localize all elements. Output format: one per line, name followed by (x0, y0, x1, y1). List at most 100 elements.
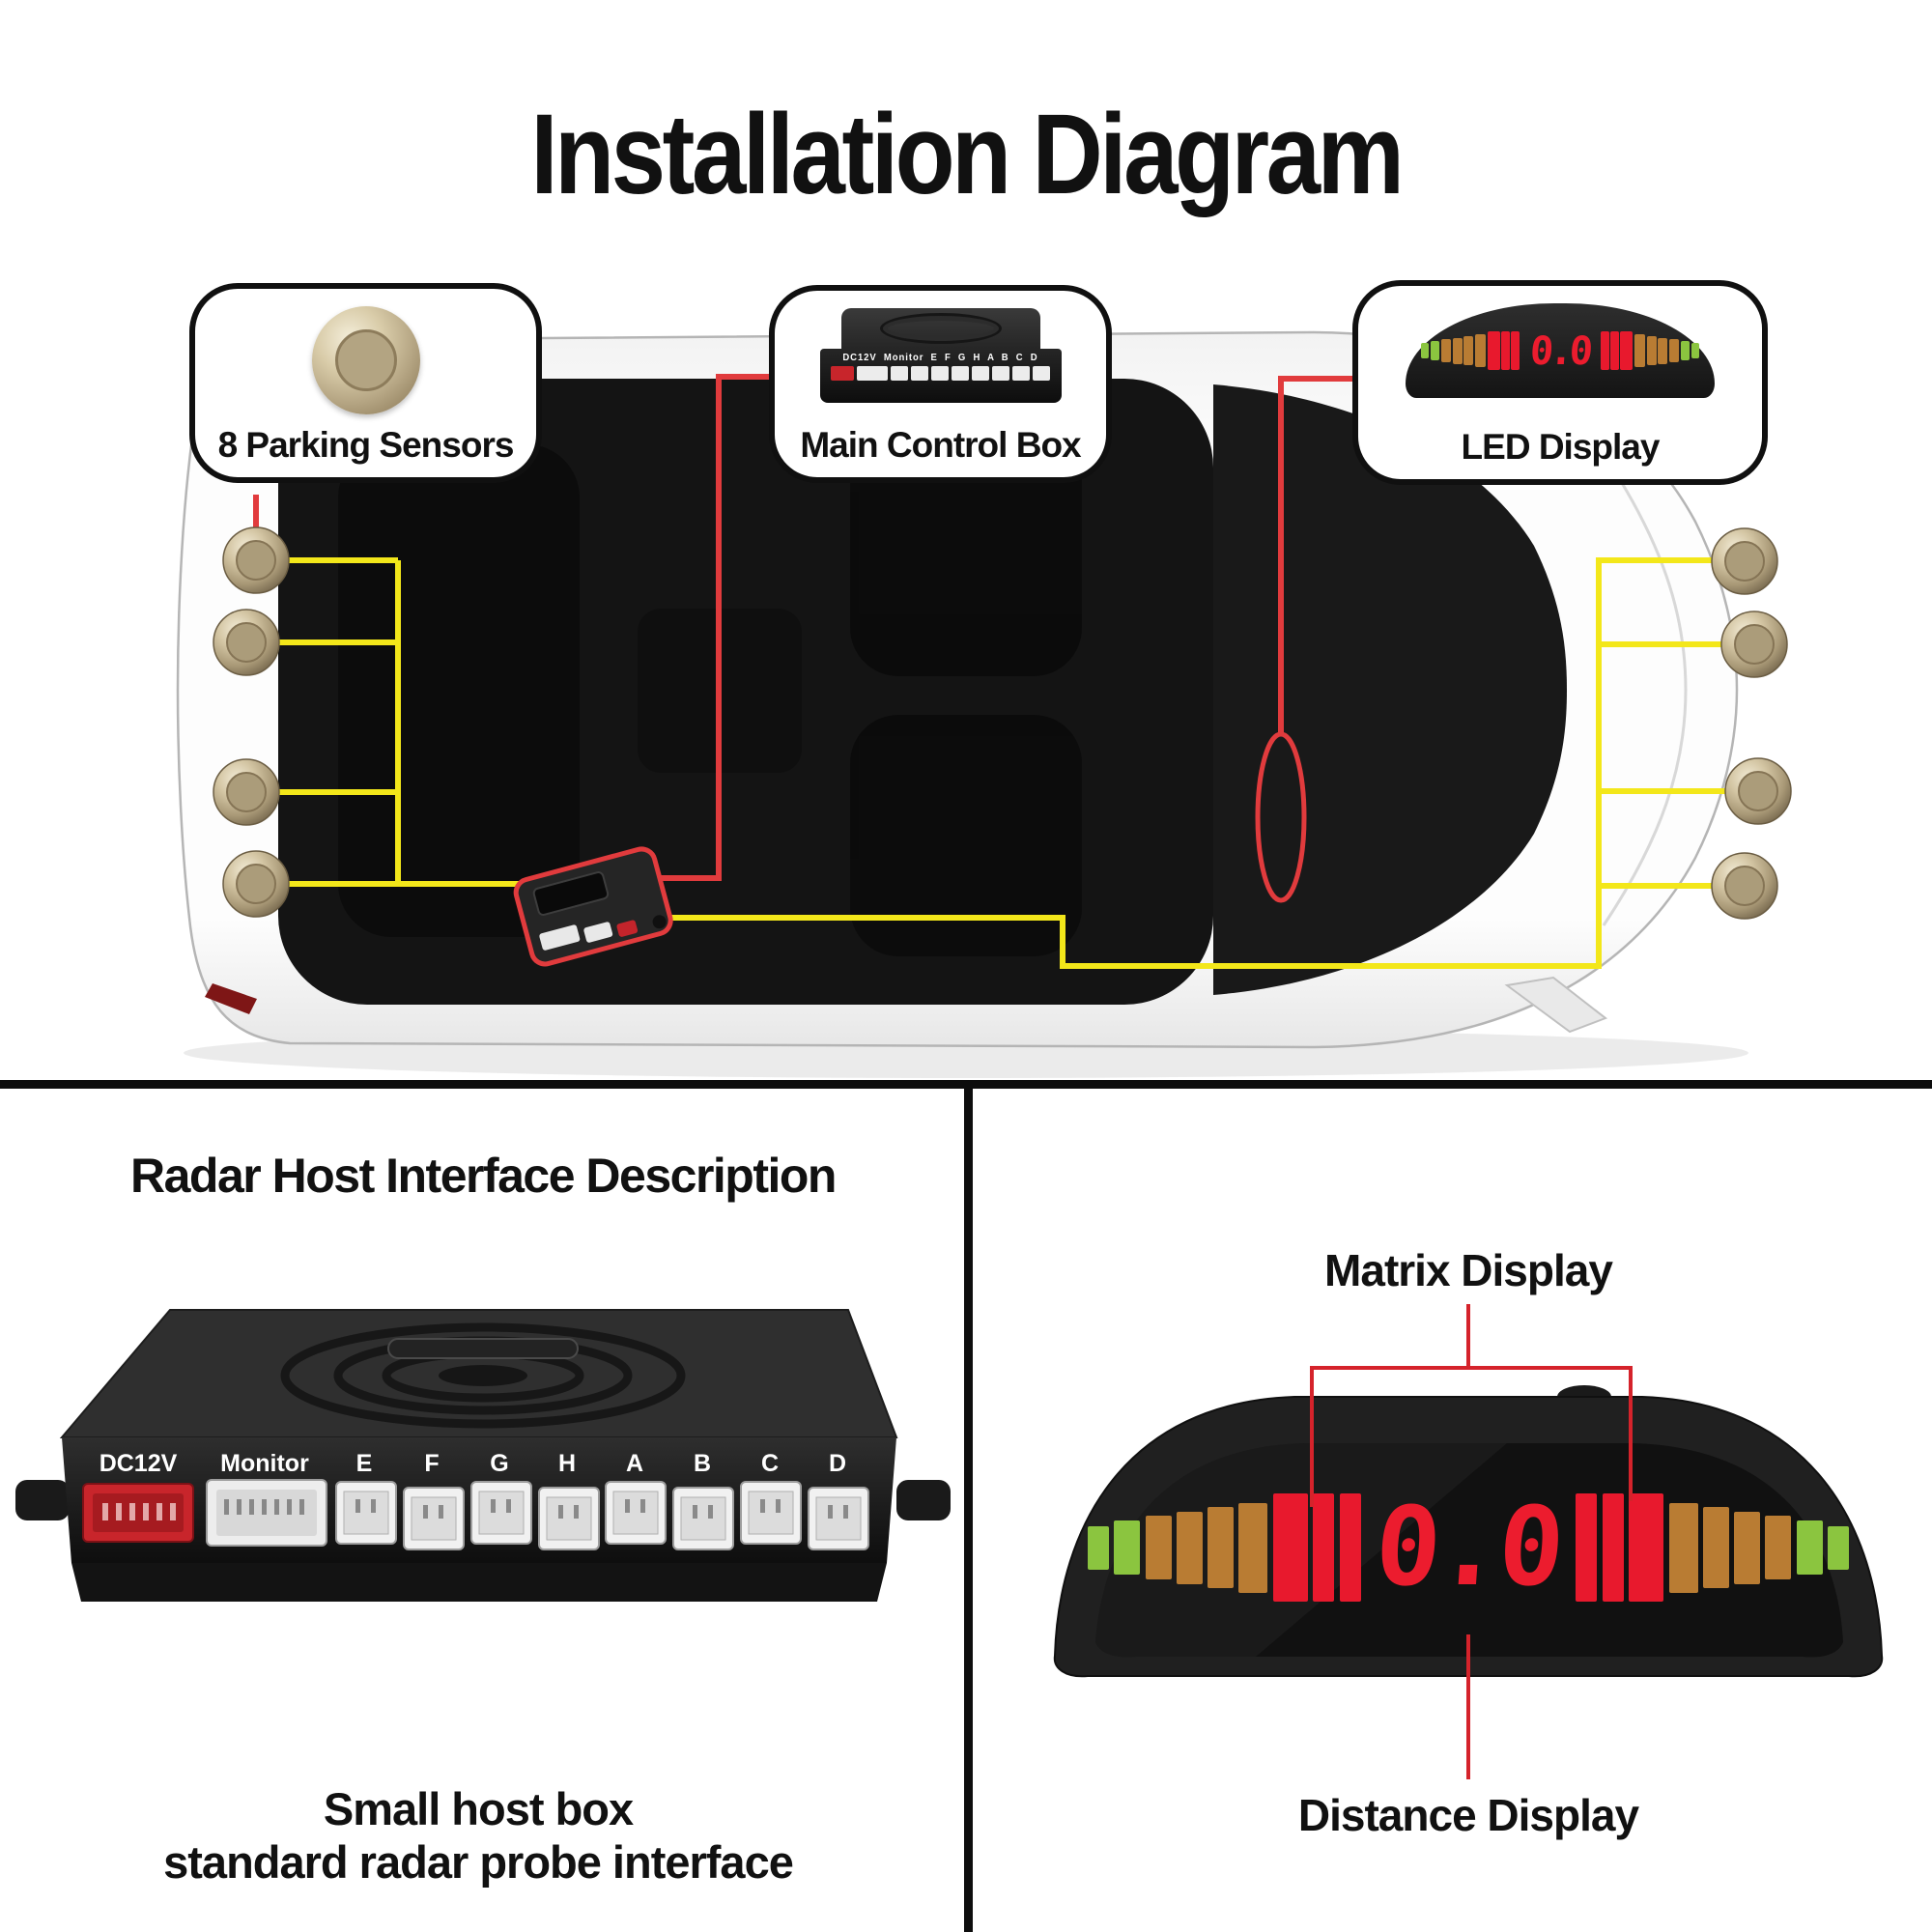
led-bar-red (1501, 330, 1510, 371)
sensor-port (992, 366, 1009, 381)
callout-main-control-box: DC12V Monitor E F G H A B C D Main Contr… (769, 285, 1112, 483)
led-bar-red (1575, 1492, 1598, 1603)
label-port: D (829, 1450, 846, 1477)
led-bar-amber (1646, 335, 1657, 366)
connector-row (831, 366, 1050, 381)
speaker-grille (879, 313, 1002, 344)
host-connector-labels: DC12V Monitor E F G H A B C D (99, 1450, 846, 1477)
led-bar-green (1430, 341, 1440, 360)
matrix-callout-bar (1310, 1366, 1633, 1370)
wire-red-control-box (623, 374, 771, 881)
led-bar-red (1339, 1492, 1362, 1603)
led-bar-amber (1441, 339, 1451, 362)
led-bar-amber (1658, 337, 1668, 364)
wire-red-led-display (1278, 376, 1352, 736)
led-bar-green (1691, 342, 1700, 359)
control-box-speaker (840, 308, 1040, 349)
sensor-port (808, 1487, 869, 1550)
led-bar-red (1610, 330, 1619, 371)
sensor-port (1012, 366, 1030, 381)
led-bar-red (1511, 330, 1520, 371)
matrix-display-label: Matrix Display (1324, 1245, 1613, 1295)
sensor-port (972, 366, 989, 381)
sensor-port (1033, 366, 1050, 381)
host-caption-line1: Small host box (323, 1783, 634, 1834)
hood-seam (1602, 453, 1688, 926)
led-bar-amber (1208, 1507, 1235, 1588)
led-bar-green (1680, 341, 1690, 360)
sensor-port (952, 366, 969, 381)
parking-sensor-image (311, 306, 420, 414)
led-bar-red (1312, 1492, 1335, 1603)
vertical-divider (964, 1084, 973, 1932)
led-display-image: 0.0 (1406, 303, 1715, 398)
parking-sensor (222, 526, 290, 594)
callout-label: LED Display (1461, 427, 1661, 467)
sensor-port-connectors (335, 1481, 869, 1550)
label-port: B (694, 1450, 711, 1477)
matrix-led-strip: 0.0 (1087, 1461, 1850, 1634)
side-mirror-bottom (1504, 976, 1608, 1034)
wire-yellow-front (645, 557, 1726, 969)
label-port: C (761, 1450, 779, 1477)
sensor-port (403, 1487, 465, 1550)
dash-display-highlight (1255, 731, 1307, 903)
parking-sensor (1711, 852, 1778, 920)
control-box-on-car (513, 846, 673, 967)
parking-sensor (1720, 611, 1788, 678)
car-roof-glass (278, 379, 1213, 1005)
sensor-port (605, 1481, 667, 1545)
parking-sensors (213, 526, 1792, 920)
sensor-port (470, 1481, 532, 1545)
callout-parking-sensors: 8 Parking Sensors (189, 283, 542, 483)
label-port: H (558, 1450, 576, 1477)
mount-ear-left (15, 1480, 70, 1520)
sensor-port (740, 1481, 802, 1545)
matrix-callout-drop-right (1629, 1370, 1633, 1501)
parking-sensor (1711, 527, 1778, 595)
left-panel-heading: Radar Host Interface Description (130, 1149, 837, 1203)
led-bar-amber (1668, 1502, 1698, 1593)
parking-sensor (222, 850, 290, 918)
led-bar-red (1629, 1492, 1664, 1603)
callout-label: 8 Parking Sensors (217, 425, 515, 465)
label-port: E (356, 1450, 373, 1477)
callout-led-display: 0.0 LED Display (1352, 280, 1768, 485)
distance-callout-stem (1466, 1634, 1470, 1779)
led-bar-green (1114, 1520, 1141, 1575)
led-bar-amber (1765, 1516, 1792, 1579)
control-box-front: DC12V Monitor E F G H A B C D (819, 349, 1062, 403)
distance-value: 0.0 (1528, 327, 1592, 374)
label-port: F (424, 1450, 439, 1477)
led-strip: 0.0 (1420, 327, 1700, 374)
connector-labels-row: DC12V Monitor E F G H A B C D (842, 353, 1038, 363)
power-connector (831, 366, 854, 381)
sensor-port (891, 366, 908, 381)
car-top-view (176, 330, 1792, 1078)
led-bar-amber (1474, 334, 1486, 367)
distance-display-label: Distance Display (1297, 1790, 1639, 1840)
host-caption-line2: standard radar probe interface (163, 1836, 794, 1888)
label-monitor: Monitor (220, 1450, 309, 1477)
led-bar-green (1796, 1520, 1823, 1575)
led-bar-amber (1734, 1511, 1761, 1584)
led-bar-amber (1145, 1516, 1172, 1579)
parking-sensor (213, 758, 280, 826)
sensor-port (538, 1487, 600, 1550)
parking-sensor (1724, 757, 1792, 825)
power-connector (82, 1483, 194, 1543)
led-bar-red (1601, 330, 1609, 371)
label-port: A (626, 1450, 643, 1477)
led-bar-amber (1238, 1502, 1268, 1593)
host-top-notch (387, 1338, 579, 1359)
led-bar-amber (1452, 337, 1463, 364)
callout-label: Main Control Box (800, 425, 1081, 465)
sensor-port (931, 366, 949, 381)
distance-value: 0.0 (1371, 1484, 1566, 1611)
matrix-callout-stem (1466, 1304, 1470, 1366)
led-bar-green (1827, 1525, 1850, 1570)
led-bar-green (1420, 342, 1429, 359)
led-bar-red (1620, 330, 1634, 371)
sensor-port (911, 366, 928, 381)
